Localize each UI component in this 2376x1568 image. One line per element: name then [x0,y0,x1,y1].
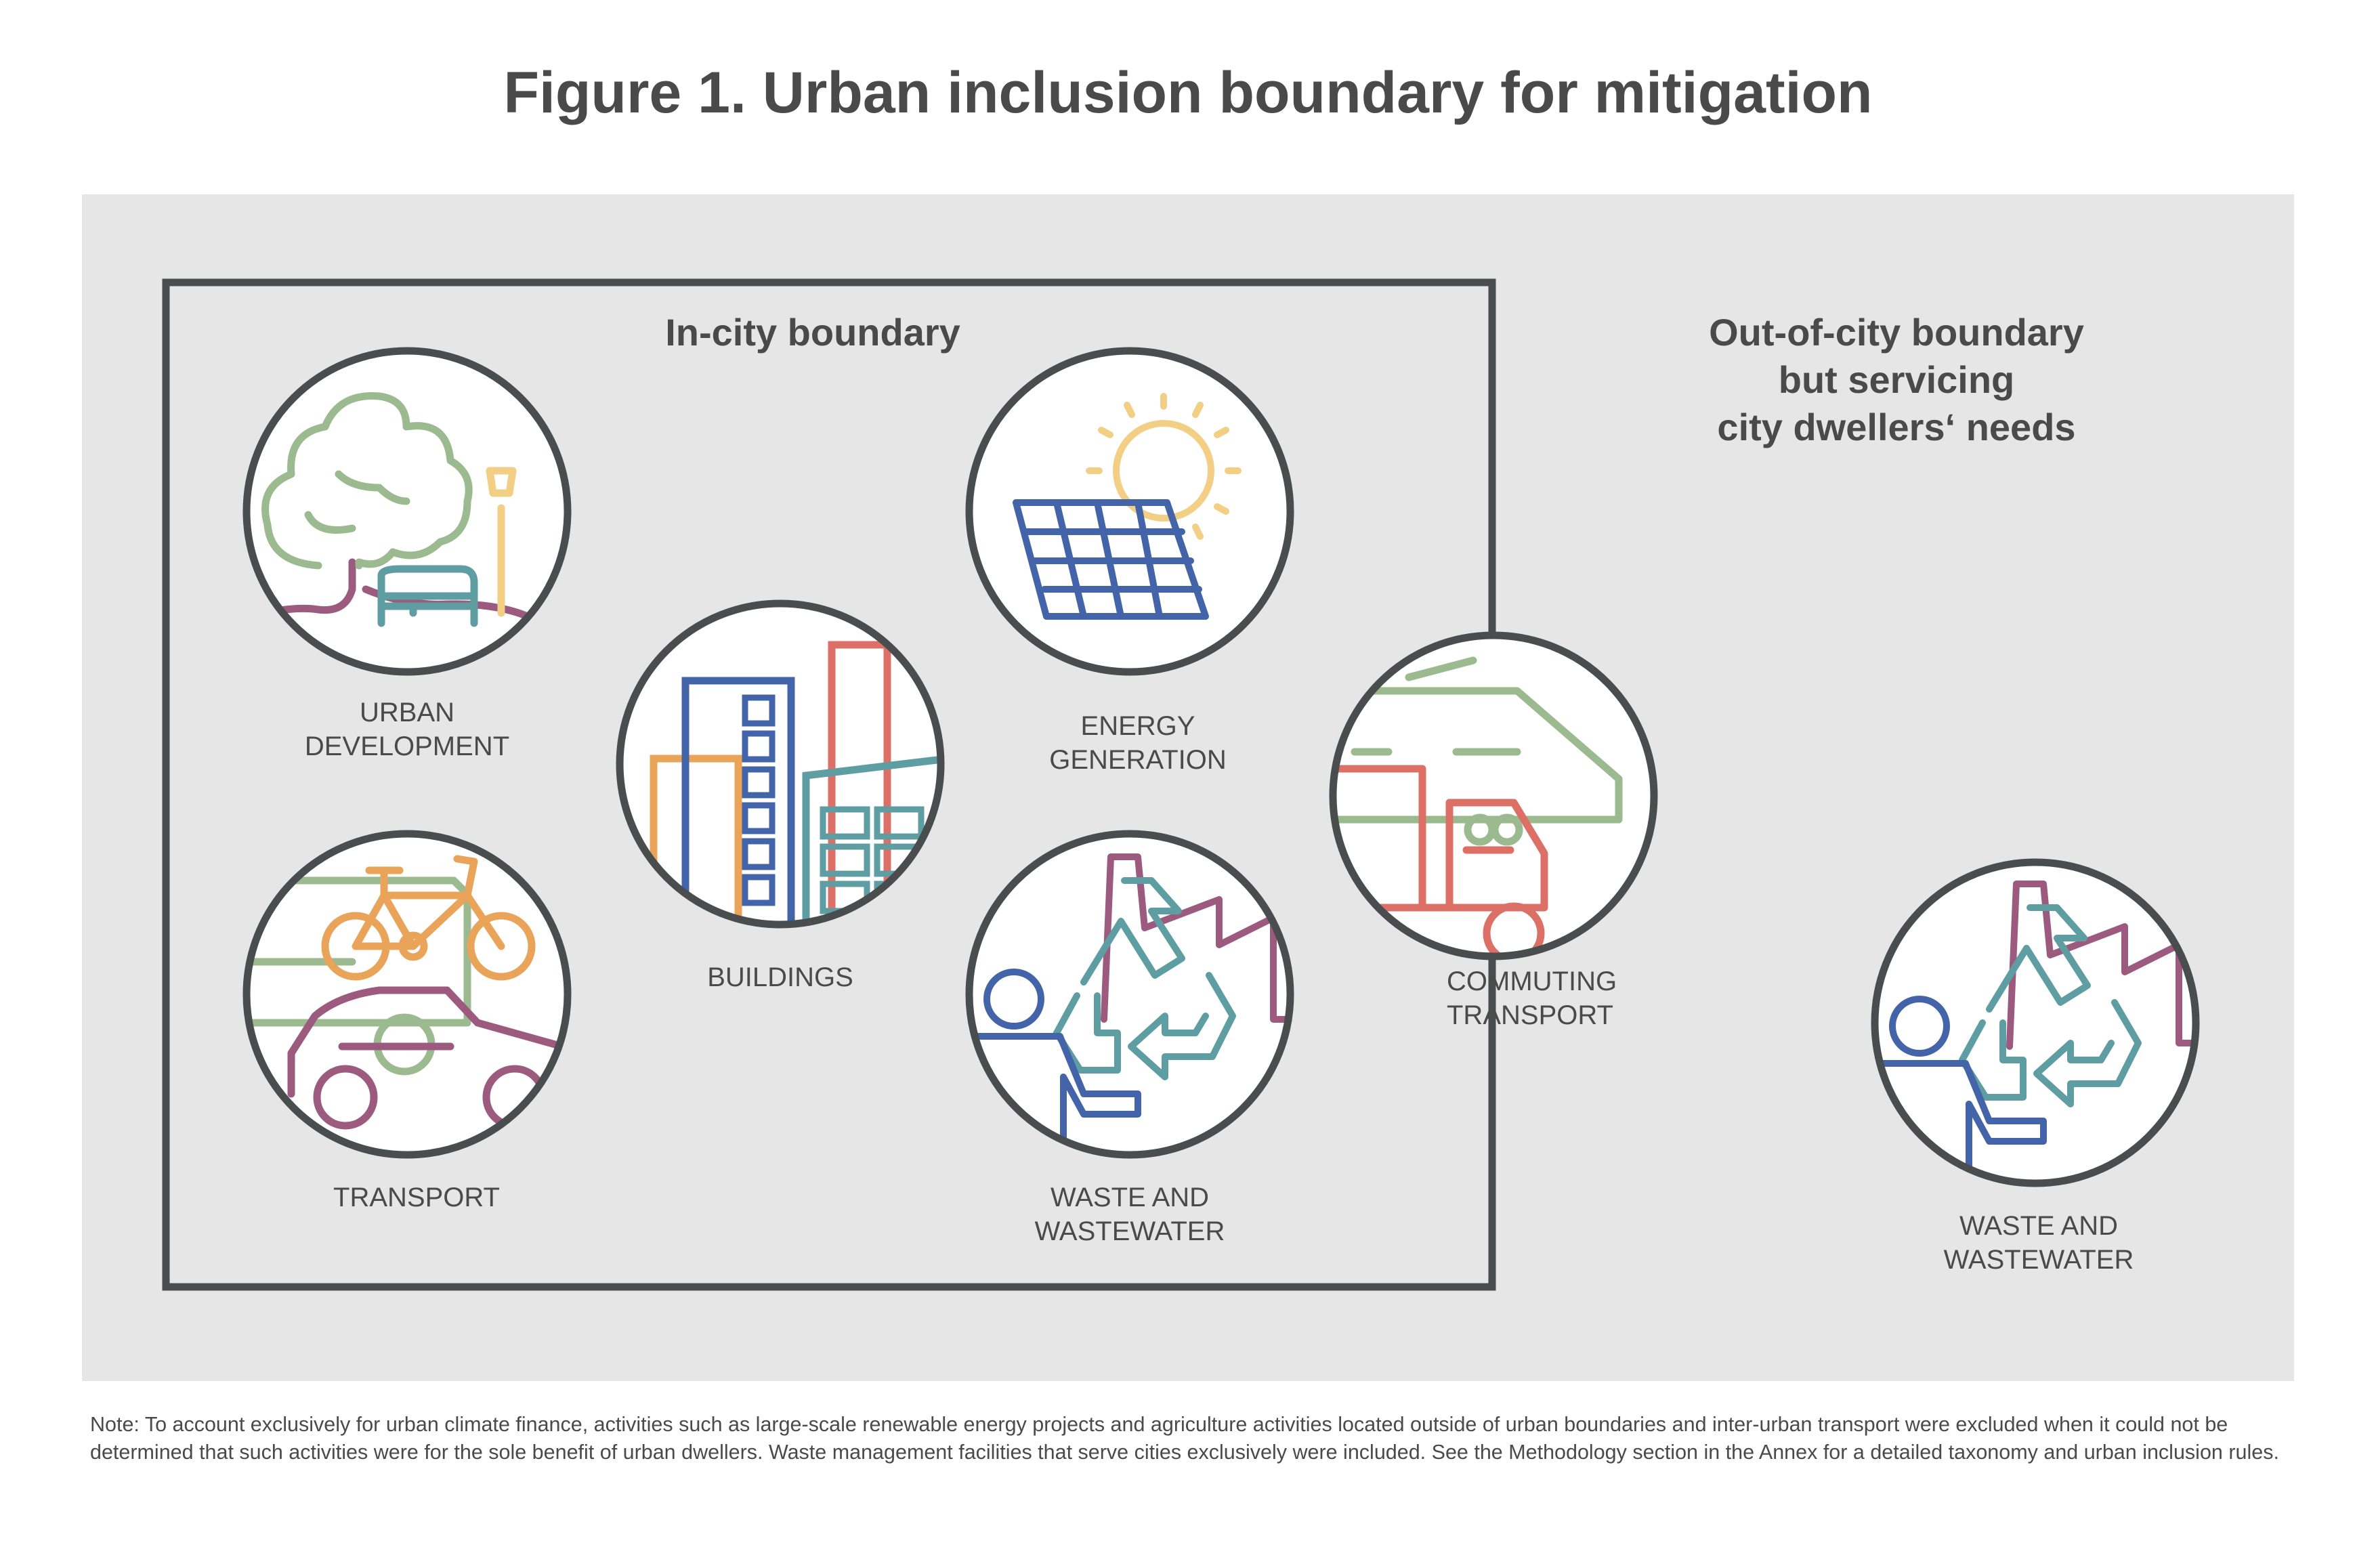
train-icon [1336,656,1623,824]
energy-generation-label: ENERGY GENERATION [1049,711,1227,775]
buildings-label: BUILDINGS [707,962,853,992]
bicycle-icon [321,855,536,981]
tower-building-icon [681,677,795,921]
person-icon [1878,996,2047,1180]
solar-panel-icon [1013,499,1209,620]
waste-in-city-label: WASTE AND WASTEWATER [1034,1183,1225,1246]
factory-icon [1101,853,1287,1023]
teal-building-icon [802,754,937,921]
waste-in-city-node [965,830,1294,1159]
red-building-icon [828,641,891,921]
waste-out-city-label: WASTE AND WASTEWATER [1943,1211,2134,1275]
truck-icon [1336,765,1548,953]
waste-out-city-node [1871,858,2200,1187]
figure-title: Figure 1. Urban inclusion boundary for m… [503,60,1873,125]
bench-icon [377,565,478,627]
energy-generation-node [965,347,1294,676]
urban-development-node [242,347,572,676]
urban-development-label: URBAN DEVELOPMENT [304,698,510,761]
commuting-transport-label: COMMUTING TRANSPORT [1447,967,1617,1030]
in-city-boundary-title: In-city boundary [665,311,960,354]
orange-building-icon [650,755,742,921]
person-icon [973,969,1141,1151]
out-of-city-boundary-title: Out-of-city boundary but servicing city … [1709,311,2084,448]
street-lamp-icon [486,467,517,617]
sun-icon [1086,393,1242,540]
commuting-transport-node [1329,631,1658,960]
buildings-node [616,599,945,929]
tree-icon [261,392,473,570]
figure-note: Note: To account exclusively for urban c… [90,1413,2279,1464]
transport-label: TRANSPORT [333,1183,500,1212]
factory-icon [2006,881,2192,1050]
transport-node [242,830,572,1159]
